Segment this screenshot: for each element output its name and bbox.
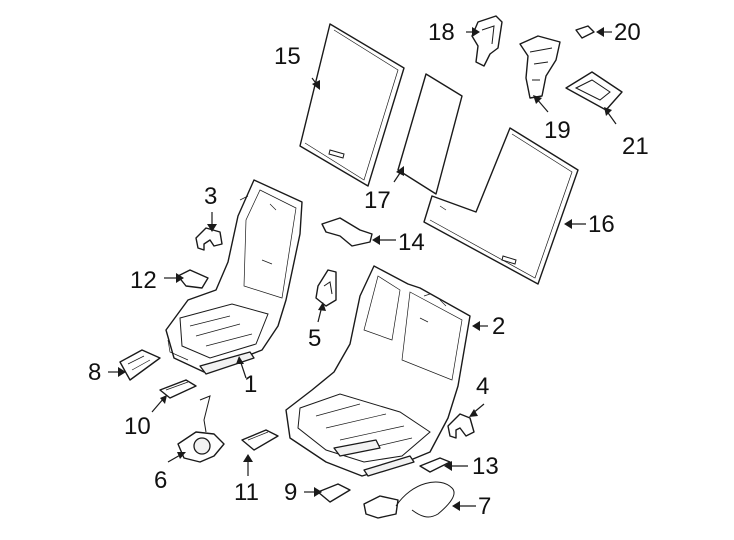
- part-8-bracket: [119, 349, 161, 381]
- callout-14: 14: [398, 229, 425, 256]
- callout-5: 5: [308, 325, 321, 352]
- part-13-trim: [419, 457, 451, 473]
- callout-15: 15: [274, 43, 301, 70]
- part-17-center-panel: [397, 73, 463, 195]
- callout-17: 17: [364, 187, 391, 214]
- callout-18: 18: [428, 19, 455, 46]
- part-1-seat-frame-left: [165, 179, 303, 375]
- part-9-bracket: [317, 483, 351, 503]
- callout-1: 1: [244, 371, 257, 398]
- part-12-bracket: [177, 269, 209, 289]
- part-7-cable: [363, 481, 455, 519]
- part-19-bracket: [519, 35, 561, 99]
- callout-13: 13: [472, 453, 499, 480]
- callout-4: 4: [476, 373, 489, 400]
- part-11-cover: [241, 429, 279, 451]
- callout-7: 7: [478, 493, 491, 520]
- part-14-trim: [321, 217, 373, 247]
- callout-6: 6: [154, 467, 167, 494]
- callout-10: 10: [124, 413, 151, 440]
- part-2-seat-frame-right: [285, 265, 471, 477]
- part-4-hinge-cover: [447, 413, 475, 439]
- part-3-hinge-cover: [195, 227, 223, 251]
- callout-11: 11: [234, 479, 259, 506]
- part-16-seatback-panel: [423, 127, 579, 285]
- callout-16: 16: [588, 211, 615, 238]
- callout-12: 12: [130, 267, 157, 294]
- callout-20: 20: [614, 19, 641, 46]
- part-21-tray: [565, 71, 623, 111]
- part-10-cover: [159, 379, 197, 399]
- part-15-seatback-panel: [299, 23, 405, 187]
- part-18-bracket: [471, 15, 503, 67]
- callout-8: 8: [88, 359, 101, 386]
- callout-21: 21: [622, 133, 649, 160]
- callout-3: 3: [204, 183, 217, 210]
- arrowheads: [118, 27, 612, 511]
- part-5-recliner-cover: [315, 269, 337, 307]
- part-6-actuator: [177, 395, 225, 463]
- callout-labels: 15 17 16 18 19 20 21 1 2 3 4 5 12 14 8 1…: [88, 19, 649, 520]
- callout-2: 2: [492, 313, 505, 340]
- callout-9: 9: [284, 479, 297, 506]
- callout-19: 19: [544, 117, 571, 144]
- part-20-clip: [575, 25, 595, 39]
